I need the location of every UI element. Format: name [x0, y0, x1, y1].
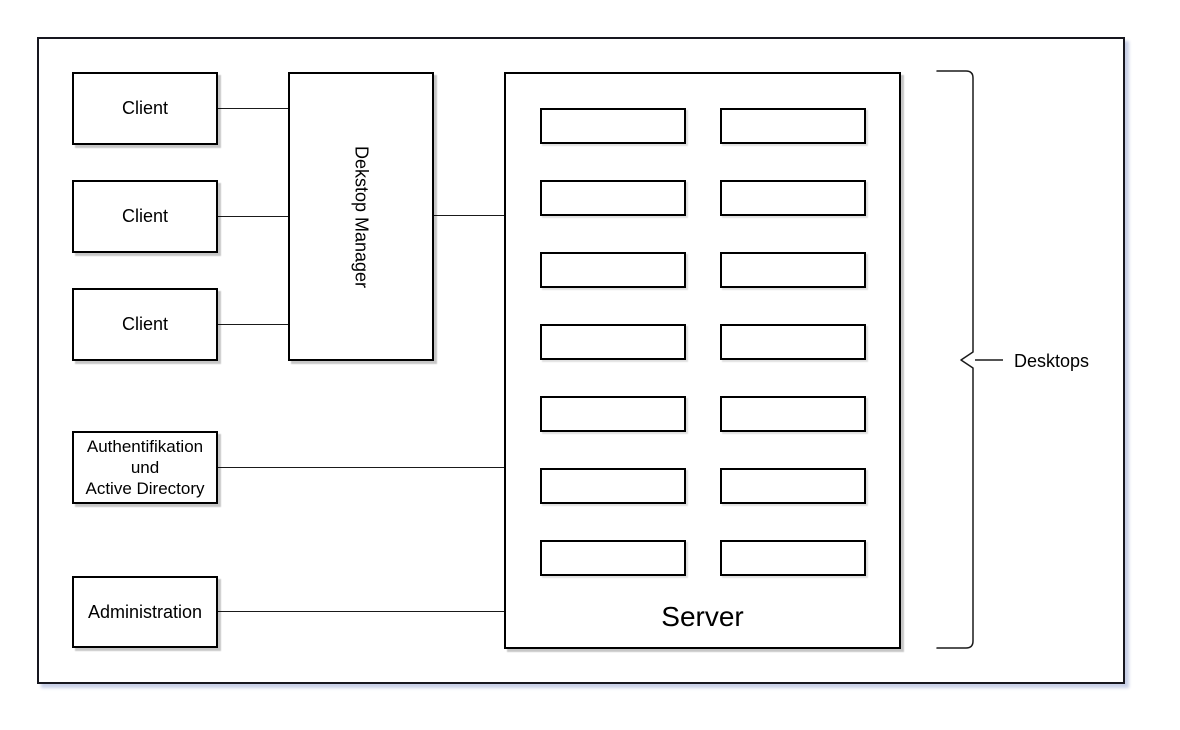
server-label: Server: [661, 601, 744, 632]
desktop-slot: [720, 180, 866, 216]
desktop-slot: [540, 324, 686, 360]
authentication-label: Authentifikation und Active Directory: [85, 437, 205, 498]
desktop-slot-grid: [540, 108, 866, 576]
client-box-2-label: Client: [121, 206, 169, 226]
desktop-slot: [720, 252, 866, 288]
desktop-slot: [540, 540, 686, 576]
edge-client3-desktop-manager: [218, 324, 288, 325]
desktops-brace: [936, 70, 1003, 649]
administration-label: Administration: [87, 601, 203, 622]
edge-client1-desktop-manager: [218, 108, 288, 109]
desktop-manager-box: Dekstop Manager: [288, 72, 434, 361]
client-box-1-label: Client: [121, 98, 169, 118]
edge-auth-server: [218, 467, 504, 468]
desktop-slot: [540, 108, 686, 144]
server-box: Server: [504, 72, 901, 649]
client-box-2: Client: [72, 180, 218, 253]
edge-client2-desktop-manager: [218, 216, 288, 217]
desktop-slot: [540, 180, 686, 216]
administration-box: Administration: [72, 576, 218, 648]
desktop-slot: [540, 468, 686, 504]
edge-administration-server: [218, 611, 504, 612]
client-box-1: Client: [72, 72, 218, 145]
desktop-manager-label: Dekstop Manager: [351, 145, 372, 288]
desktop-slot: [540, 396, 686, 432]
desktop-slot: [720, 540, 866, 576]
desktops-label: Desktops: [1014, 351, 1090, 371]
desktop-slot: [720, 468, 866, 504]
edge-desktop-manager-server: [434, 215, 504, 216]
desktop-slot: [720, 324, 866, 360]
client-box-3: Client: [72, 288, 218, 361]
desktop-slot: [540, 252, 686, 288]
desktop-slot: [720, 108, 866, 144]
client-box-3-label: Client: [121, 314, 169, 334]
authentication-box: Authentifikation und Active Directory: [72, 431, 218, 504]
desktop-slot: [720, 396, 866, 432]
